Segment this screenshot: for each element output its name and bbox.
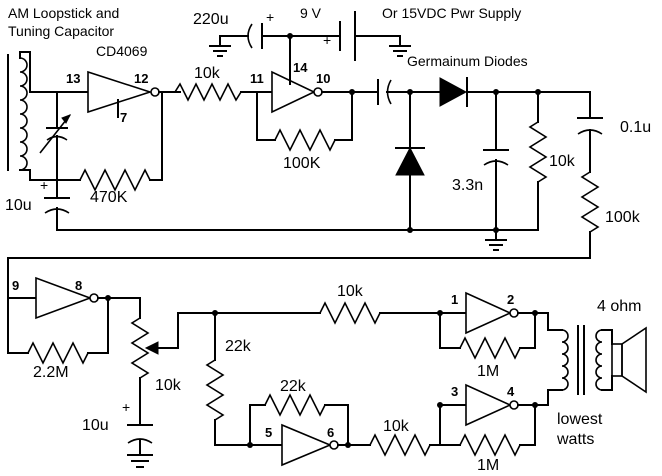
label-470k: 470K [90, 189, 128, 206]
pin-10: 10 [316, 71, 330, 86]
detector-section: Germainum Diodes [349, 53, 591, 231]
pin-11: 11 [250, 71, 264, 86]
speaker-icon [611, 326, 647, 394]
label-10k-d: 10k [383, 418, 410, 435]
label-100k: 100K [283, 155, 321, 172]
resistor-1m-a: 1M [439, 310, 538, 380]
pin-2: 2 [507, 292, 514, 307]
label-9v: 9 V [300, 5, 322, 21]
label-4-ohm: 4 ohm [597, 298, 641, 315]
title-line-2: Tuning Capacitor [8, 23, 114, 39]
inverter-5-6: 5 6 [247, 423, 371, 467]
label-10u-b: 10u [82, 417, 109, 434]
ground-rail [56, 227, 539, 251]
resistor-2m2: 2.2M [7, 295, 111, 381]
volume-potentiometer: 10k [130, 297, 216, 406]
pin-14: 14 [293, 60, 308, 75]
label-1m-a: 1M [477, 363, 499, 380]
pin-12: 12 [134, 71, 148, 86]
label-22k-b: 22k [280, 378, 307, 395]
plus-sign: + [40, 177, 48, 193]
pin-4: 4 [507, 384, 515, 399]
pin-5: 5 [265, 425, 272, 440]
label-diodes: Germainum Diodes [407, 53, 528, 69]
chip-label: CD4069 [96, 43, 148, 59]
label-0u1: 0.1u [620, 119, 651, 136]
label-10k-a: 10k [194, 65, 221, 82]
battery-9v: 9 V + Or 15VDC Pwr Supply [287, 5, 521, 61]
capacitor-10u-input: + 10u [5, 177, 70, 231]
resistor-10k-c: 10k [212, 283, 443, 325]
label-alt-supply: Or 15VDC Pwr Supply [382, 5, 521, 21]
inverter-1-2: 1 2 [439, 291, 549, 335]
label-10u: 10u [5, 197, 32, 214]
capacitor-220u: 220u + [193, 9, 291, 57]
pin-3: 3 [451, 384, 458, 399]
pin-13: 13 [66, 71, 80, 86]
pin-7: 7 [120, 110, 127, 125]
inverter-9-8: 9 8 [7, 257, 141, 320]
pin-8: 8 [75, 278, 82, 293]
label-220u: 220u [193, 11, 229, 28]
resistor-1m-b: 1M [439, 404, 536, 474]
label-22k-a: 22k [225, 338, 252, 355]
inverter-3-4: 3 4 [439, 383, 549, 427]
inverter-11-10: 11 10 14 [250, 35, 353, 114]
label-10k-c: 10k [337, 283, 364, 300]
resistor-100k-feedback: 100K [256, 91, 353, 172]
title-line-1: AM Loopstick and [8, 5, 119, 21]
inverter-13-12: 13 12 7 [56, 70, 181, 125]
pin-6: 6 [327, 425, 334, 440]
resistor-10k-a: 10k [161, 65, 258, 102]
label-watts: watts [556, 431, 594, 448]
resistor-22k-b: 22k [249, 378, 349, 446]
loopstick-antenna [7, 51, 58, 181]
output-transformer [547, 312, 613, 406]
filter-section: 3.3n 10k [452, 89, 576, 231]
capacitor-10u-output: + 10u [82, 399, 153, 468]
plus-sign: + [266, 9, 274, 25]
label-lowest: lowest [557, 411, 603, 428]
label-3n3: 3.3n [452, 177, 483, 194]
coupling-0u1-100k: 0.1u 100k [577, 91, 651, 259]
plus-sign: + [122, 399, 130, 415]
label-1m-b: 1M [477, 457, 499, 474]
label-2m2: 2.2M [33, 364, 69, 381]
resistor-470k: 470K [56, 91, 163, 206]
tuning-capacitor [39, 91, 72, 181]
label-pot-10k: 10k [155, 377, 182, 394]
pin-9: 9 [12, 278, 19, 293]
pin-1: 1 [451, 292, 458, 307]
plus-sign: + [323, 32, 331, 48]
label-10k-b: 10k [549, 153, 576, 170]
resistor-22k-a: 22k [205, 312, 252, 446]
label-100k-b: 100k [605, 209, 641, 226]
resistor-10k-d: 10k [369, 402, 443, 457]
